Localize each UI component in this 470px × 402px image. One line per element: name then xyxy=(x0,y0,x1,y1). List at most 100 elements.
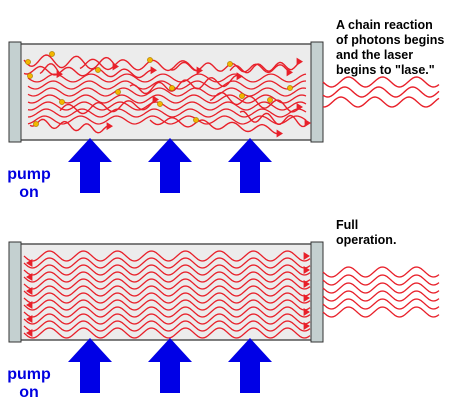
coherent-wave xyxy=(23,320,311,332)
excited-atom xyxy=(193,117,199,123)
excited-atom xyxy=(59,99,65,105)
photon-arrowhead xyxy=(303,252,310,260)
left-mirror xyxy=(8,41,22,143)
coherent-wave xyxy=(27,108,307,118)
laser-output-wave xyxy=(322,290,440,302)
pump-label: pump on xyxy=(6,166,52,202)
coherent-wave xyxy=(23,306,311,318)
pump-arrows xyxy=(68,338,272,393)
photon-arrowhead xyxy=(303,308,310,316)
emitted-laser-beam xyxy=(322,76,440,108)
photon-arrowhead xyxy=(26,315,33,323)
coherent-wave xyxy=(27,87,307,97)
photon-arrowhead xyxy=(26,259,33,267)
photon-arrowhead xyxy=(150,66,157,75)
coherent-wave xyxy=(23,257,311,269)
photon-arrowhead xyxy=(26,301,33,309)
pump-arrow xyxy=(68,138,112,193)
excited-atom xyxy=(33,121,39,127)
photon-arrowhead xyxy=(106,122,113,131)
excited-atom xyxy=(169,85,175,91)
photon-arrowhead xyxy=(26,287,33,295)
photon-path xyxy=(79,58,201,72)
photon-waves xyxy=(23,250,311,339)
excited-atom xyxy=(157,101,163,107)
photon-arrowhead xyxy=(56,70,63,79)
pump-label-line2: on xyxy=(19,184,39,201)
coherent-wave xyxy=(23,278,311,290)
coherent-wave xyxy=(23,285,311,297)
photon-path xyxy=(23,65,155,79)
photon-arrowhead xyxy=(26,329,33,337)
photon-path xyxy=(59,98,157,115)
laser-stage-full-operation xyxy=(8,241,440,393)
coherent-wave xyxy=(23,313,311,325)
coherent-wave xyxy=(23,264,311,276)
coherent-wave xyxy=(23,271,311,283)
photon-arrowhead xyxy=(196,66,203,75)
excited-atom xyxy=(147,57,153,63)
emitted-laser-beam xyxy=(322,266,440,318)
photon-arrowhead xyxy=(26,273,33,281)
pump-arrow xyxy=(228,338,272,393)
photon-arrowhead xyxy=(152,95,159,104)
laser-stage-chain-reaction xyxy=(8,41,440,193)
right-mirror xyxy=(310,41,324,143)
stage-2-caption: Full operation. xyxy=(336,218,397,247)
photon-arrowhead xyxy=(304,118,311,127)
excited-atom xyxy=(95,67,101,73)
laser-tube xyxy=(17,243,319,341)
coherent-wave xyxy=(23,292,311,304)
pump-label-line2: on xyxy=(19,384,39,401)
photon-waves xyxy=(23,54,311,138)
coherent-wave xyxy=(23,250,311,262)
excited-atom xyxy=(115,89,121,95)
photon-arrowhead xyxy=(303,322,310,330)
laser-output-wave xyxy=(322,298,440,310)
photon-path xyxy=(23,54,117,70)
excited-atom xyxy=(239,93,245,99)
pump-arrow xyxy=(148,338,192,393)
coherent-wave xyxy=(27,115,307,125)
photon-arrowhead xyxy=(276,129,283,138)
laser-output-wave xyxy=(322,76,440,88)
right-mirror xyxy=(310,241,324,343)
photon-arrowhead xyxy=(296,57,303,66)
laser-output-wave xyxy=(322,266,440,278)
excited-atom xyxy=(267,97,273,103)
coherent-wave xyxy=(23,299,311,311)
laser-output-wave xyxy=(322,274,440,286)
stage-1-caption: A chain reaction of photons begins and t… xyxy=(336,18,445,77)
laser-output-wave xyxy=(322,86,440,98)
pump-arrow xyxy=(68,338,112,393)
photon-path xyxy=(229,61,301,74)
pump-label-line1: pump xyxy=(7,366,51,383)
excited-atom xyxy=(227,61,233,67)
excited-atom xyxy=(287,85,293,91)
coherent-wave xyxy=(27,94,307,104)
pump-label: pump on xyxy=(6,366,52,402)
photon-arrowhead xyxy=(303,294,310,302)
laser-output-wave xyxy=(323,96,440,108)
pump-label-line1: pump xyxy=(7,166,51,183)
excited-atom xyxy=(27,73,33,79)
pump-arrows xyxy=(68,138,272,193)
photon-path xyxy=(39,63,61,75)
photon-arrowhead xyxy=(286,68,293,77)
excited-atom xyxy=(25,59,31,65)
coherent-wave xyxy=(23,327,311,339)
excited-atom xyxy=(49,51,55,57)
laser-output-wave xyxy=(322,306,440,318)
coherent-wave xyxy=(27,73,307,83)
pump-arrow xyxy=(228,138,272,193)
coherent-wave xyxy=(27,80,307,90)
photon-arrowhead xyxy=(303,280,310,288)
coherent-wave xyxy=(27,101,307,111)
photon-path xyxy=(29,118,111,134)
photon-arrowhead xyxy=(303,266,310,274)
photon-path xyxy=(129,74,241,95)
photon-arrowhead xyxy=(112,62,119,71)
left-mirror xyxy=(8,241,22,343)
laser-output-wave xyxy=(322,282,440,294)
